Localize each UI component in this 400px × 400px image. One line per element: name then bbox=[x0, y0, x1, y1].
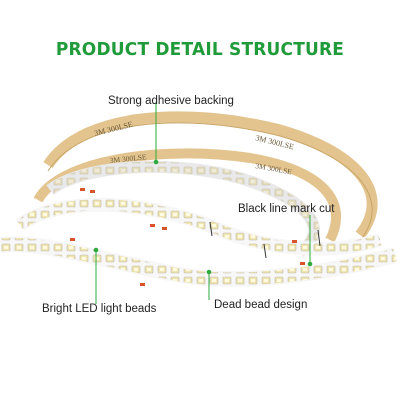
resistor-components bbox=[70, 188, 305, 286]
callout-dead-bead: Dead bead design bbox=[214, 299, 308, 311]
black-cut-lines bbox=[209, 221, 321, 259]
callout-led: Bright LED light beads bbox=[42, 303, 157, 315]
page-title: PRODUCT DETAIL STRUCTURE bbox=[55, 39, 345, 61]
callout-backing: Strong adhesive backing bbox=[108, 95, 234, 107]
callout-mark-cut: Black line mark cut bbox=[238, 203, 335, 215]
adhesive-backing-outer bbox=[43, 111, 378, 239]
callout-lines bbox=[93, 103, 313, 304]
